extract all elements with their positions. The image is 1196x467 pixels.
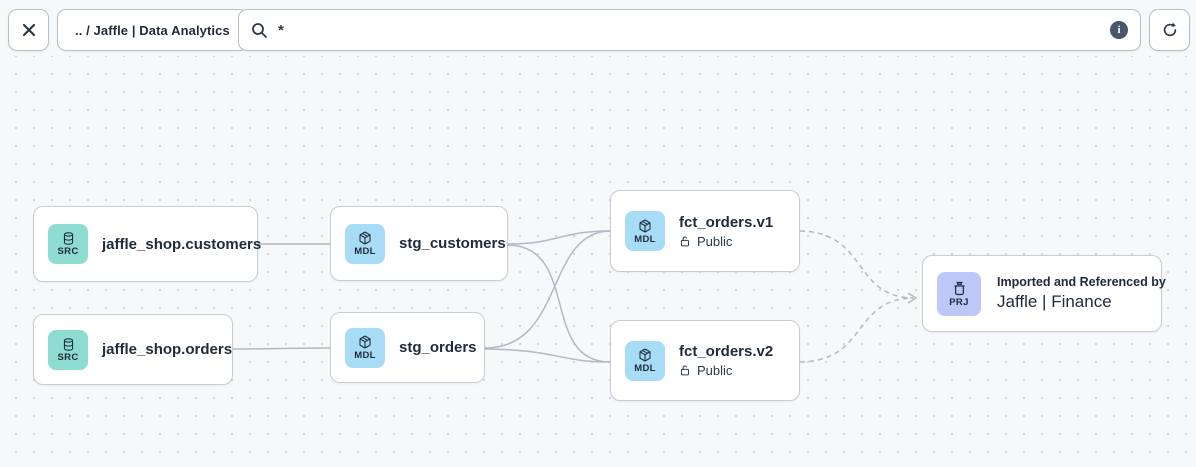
source-badge: SRC: [48, 329, 88, 370]
breadcrumb-label: .. / Jaffle | Data Analytics: [75, 22, 230, 38]
node-source-jaffle-shop-customers[interactable]: SRC jaffle_shop.customers: [33, 206, 262, 282]
node-title: stg_customers: [399, 235, 506, 252]
edge-stg-orders-to-fct-v1: [484, 230, 611, 349]
database-icon: [63, 338, 73, 351]
edge-src-orders-to-stg-orders: [232, 347, 331, 350]
lock-open-icon: [680, 235, 689, 246]
lineage-toolbar: .. / Jaffle | Data Analytics i: [0, 0, 1196, 56]
edge-stg-customers-to-fct-v1: [507, 230, 611, 245]
cube-icon: [359, 231, 371, 245]
access-label: Public: [697, 363, 733, 378]
cube-icon: [639, 219, 651, 233]
edge-arrowhead: [907, 292, 918, 304]
node-title: jaffle_shop.customers: [102, 235, 262, 253]
node-title: fct_orders.v1: [679, 213, 774, 231]
access-label: Public: [697, 233, 733, 249]
lock-open-icon: [680, 365, 689, 376]
search-box[interactable]: i: [238, 9, 1141, 51]
node-project-jaffle-finance[interactable]: PRJ Imported and Referenced by Jaffle | …: [922, 255, 1166, 332]
edge-fct-v1-to-project: [799, 230, 914, 299]
project-title: Jaffle | Finance: [997, 292, 1112, 311]
node-title: stg_orders: [399, 339, 477, 356]
badge-label: MDL: [354, 350, 376, 362]
node-model-fct-orders-v1[interactable]: MDL fct_orders.v1 Public: [610, 190, 800, 272]
edge-stg-orders-to-fct-v2: [484, 348, 611, 363]
cube-icon: [359, 335, 371, 349]
close-button[interactable]: [8, 9, 49, 51]
cube-icon: [639, 348, 651, 362]
refresh-button[interactable]: [1149, 9, 1190, 51]
model-badge: MDL: [625, 340, 665, 381]
node-model-stg-orders[interactable]: MDL stg_orders: [330, 312, 485, 383]
search-icon: [251, 22, 268, 39]
badge-label: MDL: [634, 363, 656, 375]
source-badge: SRC: [48, 224, 88, 264]
node-title: jaffle_shop.orders: [102, 341, 233, 358]
access-row: Public: [679, 234, 773, 249]
project-caption: Imported and Referenced by: [997, 275, 1166, 289]
node-model-stg-customers[interactable]: MDL stg_customers: [330, 206, 508, 281]
access-row: Public: [679, 363, 773, 378]
badge-label: MDL: [354, 246, 376, 258]
node-source-jaffle-shop-orders[interactable]: SRC jaffle_shop.orders: [33, 314, 233, 385]
model-badge: MDL: [625, 211, 665, 251]
database-icon: [63, 232, 73, 245]
info-icon[interactable]: i: [1110, 21, 1128, 39]
x-icon: [21, 22, 37, 38]
badge-label: SRC: [57, 246, 79, 258]
badge-label: MDL: [634, 233, 656, 245]
node-title: fct_orders.v2: [679, 343, 774, 360]
edge-stg-customers-to-fct-v2: [507, 244, 611, 363]
badge-label: PRJ: [949, 296, 969, 308]
search-input[interactable]: [278, 21, 1100, 39]
breadcrumb[interactable]: .. / Jaffle | Data Analytics: [57, 9, 248, 51]
refresh-icon: [1161, 21, 1179, 39]
badge-label: SRC: [57, 351, 79, 363]
edge-fct-v2-to-project: [799, 297, 914, 363]
model-badge: MDL: [345, 327, 385, 368]
project-jar-icon: [953, 281, 965, 295]
project-badge: PRJ: [937, 271, 981, 316]
model-badge: MDL: [345, 223, 385, 264]
node-model-fct-orders-v2[interactable]: MDL fct_orders.v2 Public: [610, 320, 800, 401]
